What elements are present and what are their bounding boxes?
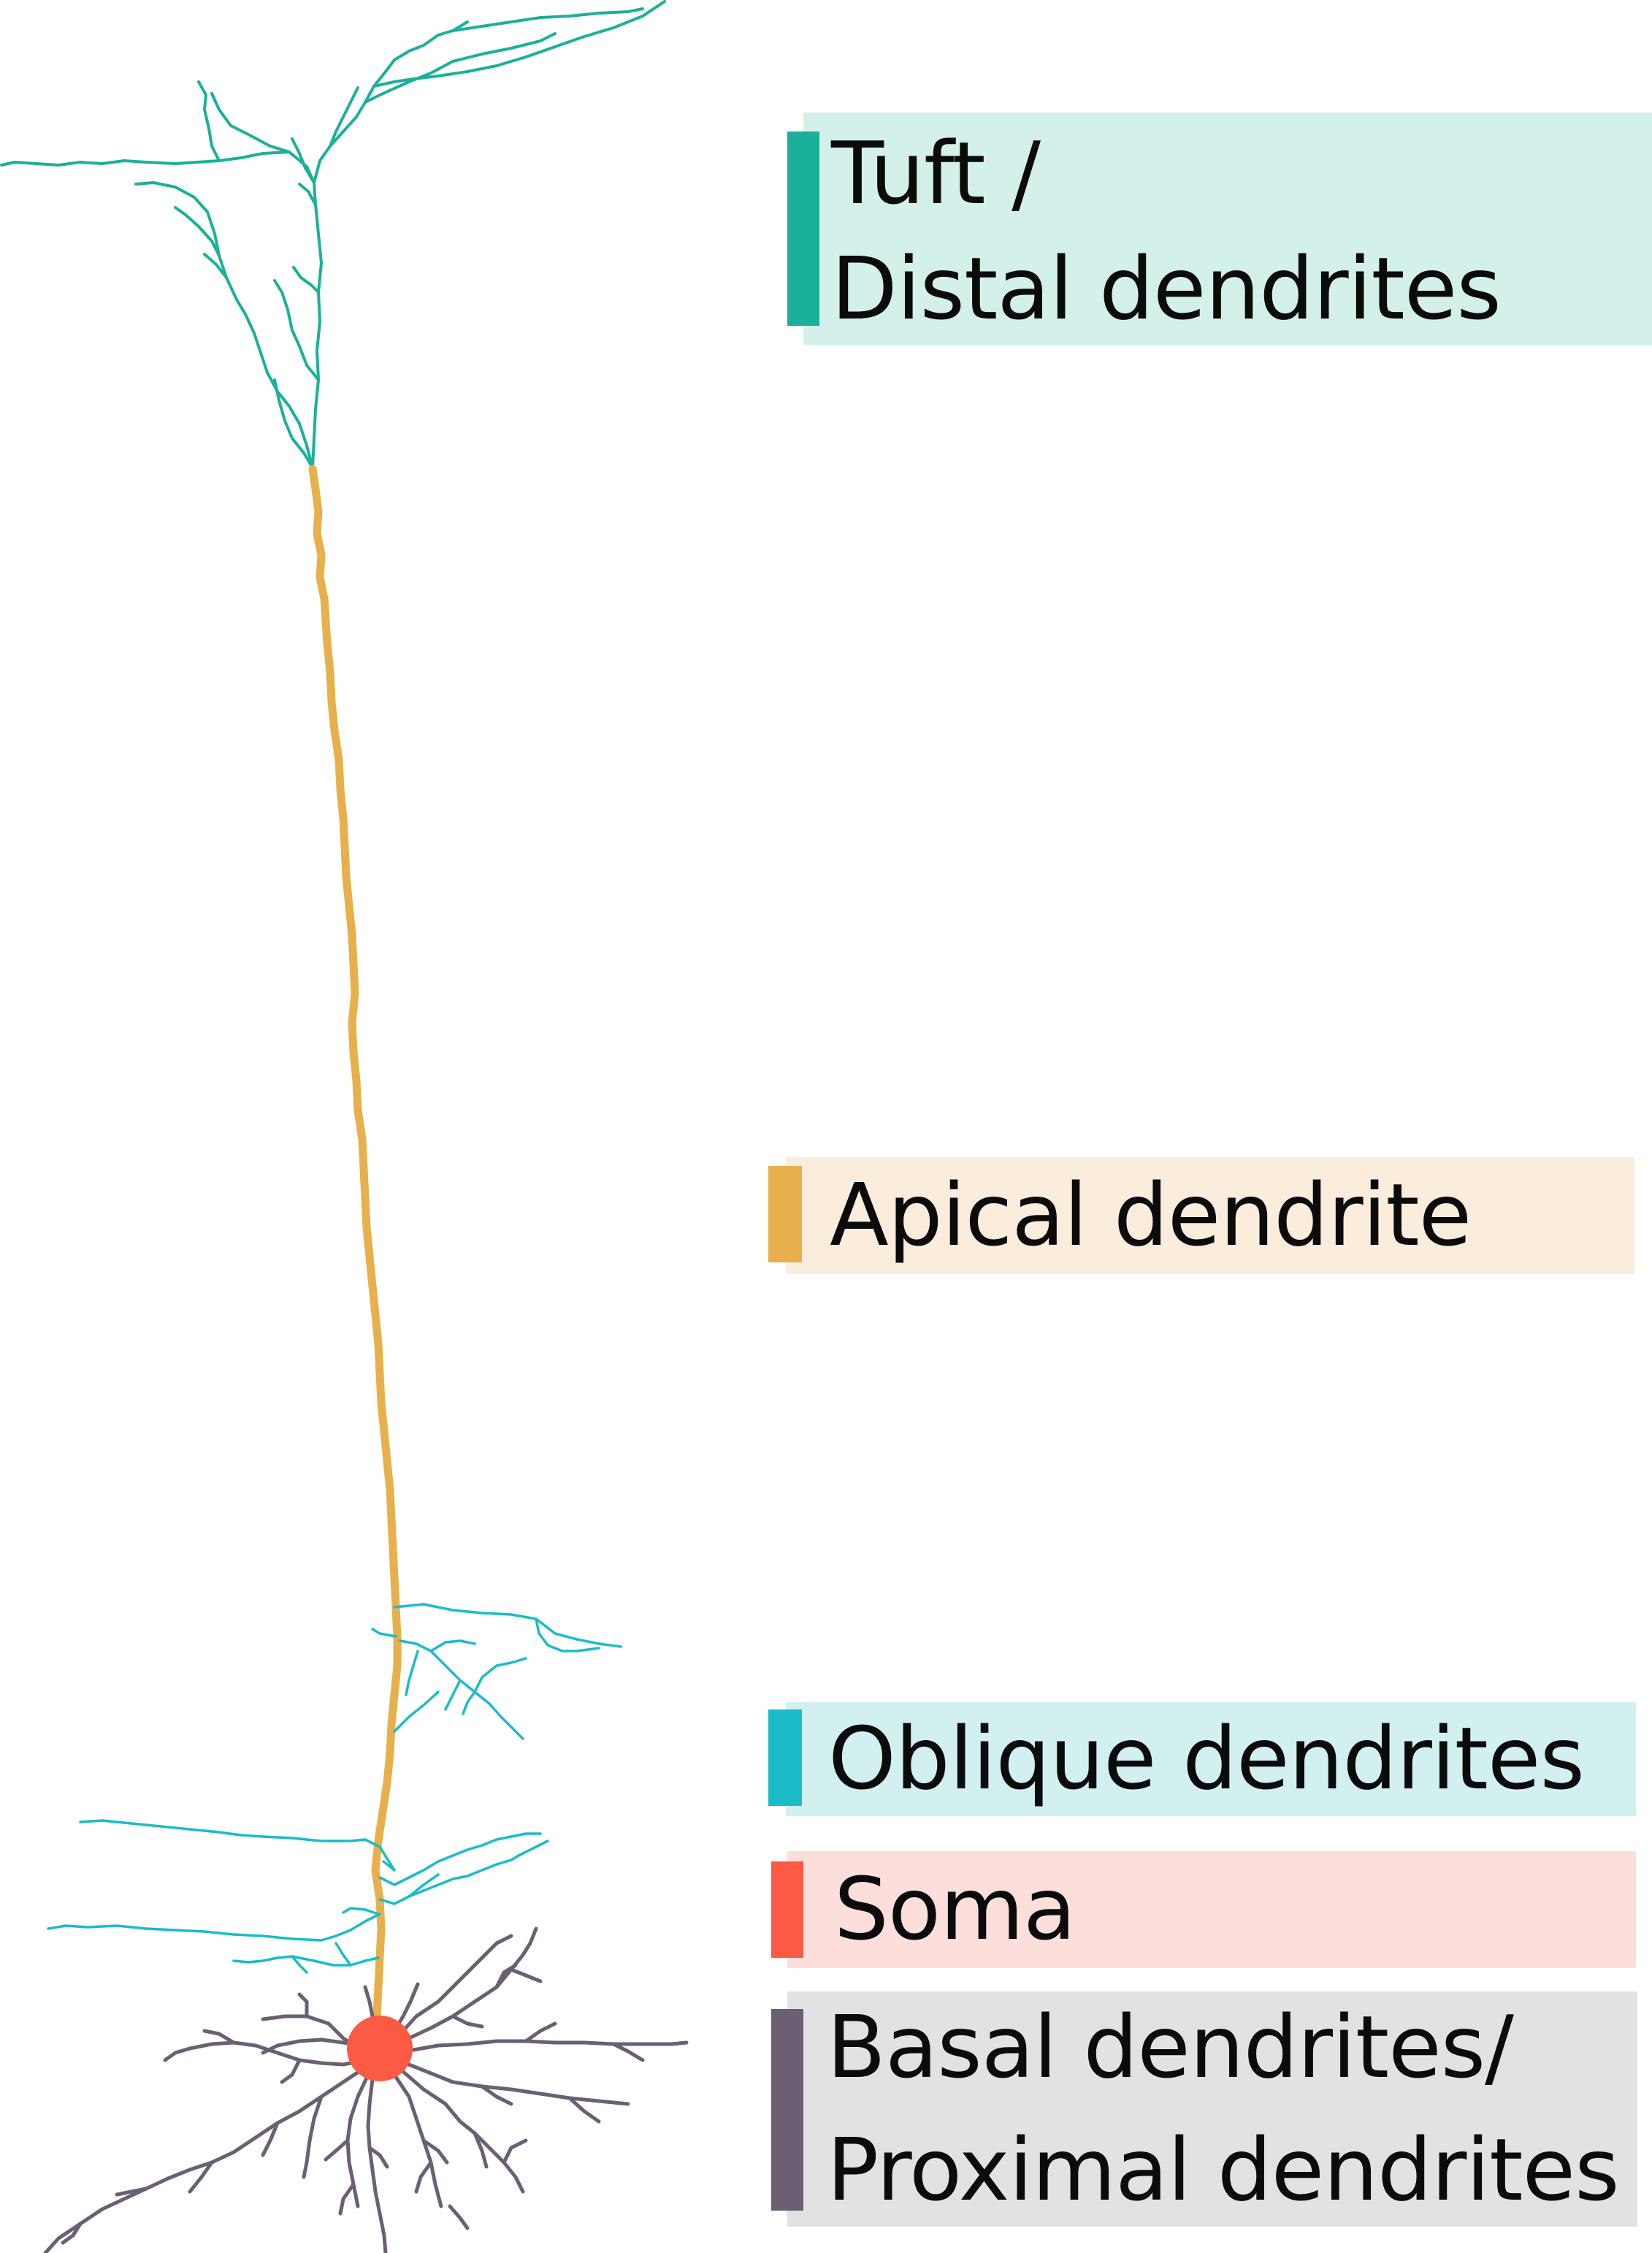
tuft-label-text: Tuft / Distal dendrites bbox=[831, 115, 1502, 346]
basal-label-line-2: Proximal dendrites bbox=[827, 2119, 1620, 2220]
soma-label-line-1: Soma bbox=[834, 1859, 1076, 1959]
tuft-label-line-1: Tuft / bbox=[831, 123, 1041, 224]
basal-label-background bbox=[787, 1991, 1637, 2227]
tuft-label-background bbox=[803, 113, 1652, 345]
soma-label: Soma bbox=[771, 1851, 1636, 1968]
basal-label-text: Basal dendrites/ Proximal dendrites bbox=[827, 1986, 1620, 2231]
soma-circle bbox=[347, 2016, 413, 2081]
tuft-color-bar bbox=[787, 131, 819, 326]
apical-label: Apical dendrite bbox=[768, 1157, 1634, 1274]
tuft-label-line-2: Distal dendrites bbox=[831, 238, 1502, 339]
apical-label-line-1: Apical dendrite bbox=[830, 1164, 1472, 1265]
tuft-label: Tuft / Distal dendrites bbox=[787, 111, 1652, 345]
oblique-color-bar bbox=[768, 1709, 802, 1806]
oblique-label-line-1: Oblique dendrites bbox=[828, 1708, 1585, 1809]
apical-label-background bbox=[786, 1157, 1634, 1274]
oblique-label-background bbox=[786, 1702, 1636, 1816]
apical-color-bar bbox=[768, 1166, 802, 1262]
neuron-illustration bbox=[0, 0, 689, 2253]
soma-label-background bbox=[787, 1851, 1636, 1968]
oblique-dendrites bbox=[47, 1603, 622, 1974]
soma-color-bar bbox=[771, 1861, 803, 1958]
apical-label-text: Apical dendrite bbox=[830, 1157, 1472, 1273]
basal-dendrites bbox=[43, 1926, 689, 2253]
basal-color-bar bbox=[771, 2009, 803, 2211]
oblique-label-text: Oblique dendrites bbox=[828, 1701, 1585, 1816]
oblique-label: Oblique dendrites bbox=[768, 1702, 1636, 1816]
basal-label: Basal dendrites/ Proximal dendrites bbox=[771, 1991, 1637, 2227]
basal-label-line-1: Basal dendrites/ bbox=[827, 1997, 1514, 2097]
apical-trunk bbox=[308, 465, 402, 2021]
soma-label-text: Soma bbox=[834, 1851, 1076, 1967]
tuft-dendrites bbox=[0, 0, 666, 469]
